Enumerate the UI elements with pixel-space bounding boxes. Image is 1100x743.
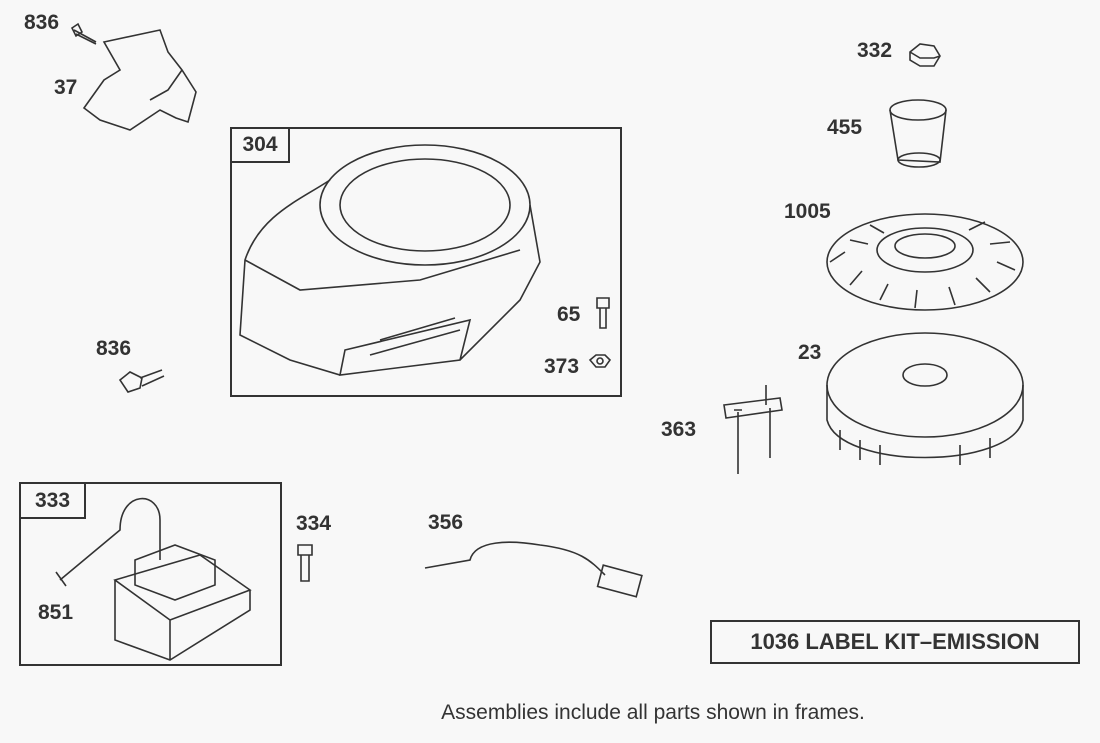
bolt-334-drawing	[297, 544, 313, 582]
part-label-356[interactable]: 356	[428, 511, 464, 534]
flywheel-23-drawing	[826, 332, 1024, 465]
bolt-836-mid-drawing	[118, 369, 165, 393]
part-label-836-mid[interactable]: 836	[96, 337, 132, 360]
assembly-frame-333	[19, 482, 282, 666]
cup-455-drawing	[889, 99, 947, 168]
part-label-851[interactable]: 851	[38, 601, 74, 624]
part-label-65[interactable]: 65	[557, 303, 581, 326]
screw-65-drawing	[596, 297, 610, 329]
part-label-373[interactable]: 373	[544, 355, 580, 378]
part-label-836-top[interactable]: 836	[24, 11, 60, 34]
part-label-37[interactable]: 37	[54, 76, 78, 99]
assembly-tag-333[interactable]: 333	[19, 482, 86, 519]
shield-37-drawing	[82, 29, 197, 131]
assembly-tag-304[interactable]: 304	[230, 127, 290, 163]
part-label-334[interactable]: 334	[296, 512, 332, 535]
part-label-332[interactable]: 332	[857, 39, 893, 62]
part-label-455[interactable]: 455	[827, 116, 863, 139]
part-label-23[interactable]: 23	[798, 341, 822, 364]
nut-332-drawing	[909, 43, 941, 67]
wire-356-drawing	[424, 541, 643, 598]
nut-373-drawing	[588, 354, 612, 368]
coil-333-drawing	[55, 497, 252, 661]
blower-housing-304-drawing	[239, 144, 541, 376]
part-label-363[interactable]: 363	[661, 418, 697, 441]
part-label-1005[interactable]: 1005	[784, 200, 831, 223]
assembly-frame-304	[230, 127, 622, 397]
screw-836-top-drawing	[70, 22, 97, 45]
label-kit-box[interactable]: 1036 LABEL KIT–EMISSION	[710, 620, 1080, 664]
bracket-363-drawing	[723, 385, 783, 474]
assemblies-caption: Assemblies include all parts shown in fr…	[441, 701, 865, 724]
fan-1005-drawing	[826, 213, 1024, 311]
